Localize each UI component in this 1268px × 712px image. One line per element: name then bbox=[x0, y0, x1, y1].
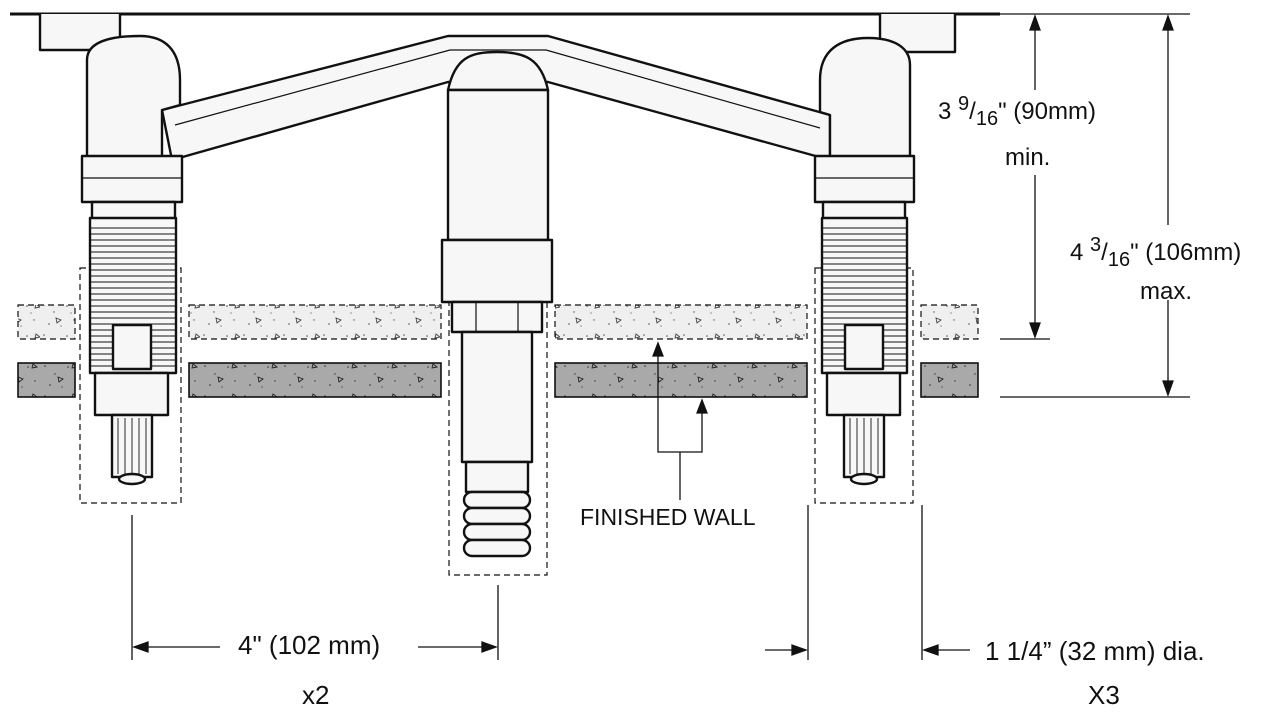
finished-surface-segment-2 bbox=[188, 304, 442, 340]
hole-outline-center bbox=[448, 299, 548, 576]
dim-min-arrow-up bbox=[1029, 14, 1041, 31]
left-valve-elbow bbox=[85, 34, 182, 162]
wall-segment-2 bbox=[188, 362, 442, 398]
right-valve-tip bbox=[849, 472, 879, 486]
left-valve-tip bbox=[117, 472, 147, 486]
right-valve-collar bbox=[813, 154, 916, 204]
dim-min-fraction: 9/16 bbox=[958, 93, 999, 130]
center-hose-barb-neck bbox=[464, 460, 530, 494]
dim-min-arrow-down bbox=[1029, 322, 1041, 339]
wall-segment-4 bbox=[920, 362, 979, 398]
left-valve-collar bbox=[80, 154, 184, 204]
dim-min-denominator: 16 bbox=[975, 107, 999, 130]
spacing-count: x2 bbox=[302, 680, 330, 710]
finished-wall-arrow-1 bbox=[652, 341, 664, 357]
dim-max-arrow-up bbox=[1162, 14, 1174, 31]
finished-wall-leader bbox=[652, 341, 708, 500]
center-hose-barb-ring-1 bbox=[462, 490, 532, 510]
center-shank-lower bbox=[460, 330, 534, 464]
center-hose-barb-ring-4 bbox=[462, 538, 532, 558]
left-valve-base bbox=[93, 371, 170, 417]
dim-max-denominator: 16 bbox=[1107, 248, 1131, 271]
dim-min-label: 3 9/16" (90mm) bbox=[938, 94, 1096, 129]
dim-max-whole: 4 bbox=[1070, 239, 1084, 266]
dim-hole-arrow-left bbox=[922, 644, 939, 656]
wall-segment-1 bbox=[17, 362, 76, 398]
dim-min-qualifier: min. bbox=[1005, 144, 1051, 171]
dim-max-label: 4 3/16" (106mm) bbox=[1070, 235, 1241, 270]
hole-count: X3 bbox=[1088, 680, 1120, 710]
faucet-assembly bbox=[38, 14, 957, 558]
dim-max-qualifier: max. bbox=[1140, 278, 1193, 305]
finished-surface-segment-4 bbox=[920, 304, 979, 340]
right-valve-elbow bbox=[818, 36, 912, 162]
dim-min-numerator: 9 bbox=[958, 93, 970, 115]
dim-min-lines bbox=[1000, 13, 1190, 340]
dim-max-arrow-down bbox=[1162, 380, 1174, 397]
left-valve-nut bbox=[111, 323, 153, 371]
dim-max-numerator: 3 bbox=[1090, 234, 1102, 256]
bridge-spout-highlight bbox=[174, 49, 821, 129]
thread-hatching bbox=[90, 227, 907, 474]
wall-segment-3 bbox=[554, 362, 808, 398]
dim-spacing-lines bbox=[131, 515, 499, 660]
dim-spacing-arrow-left bbox=[132, 641, 149, 653]
center-hose-barb-ring-3 bbox=[462, 522, 532, 542]
right-mount-plate bbox=[878, 14, 957, 54]
dim-max-rest: " (106mm) bbox=[1130, 239, 1242, 266]
finished-surface-layer bbox=[17, 304, 979, 340]
dim-max-fraction: 3/16 bbox=[1090, 234, 1131, 271]
dim-hole-lines bbox=[765, 505, 970, 660]
right-valve-base bbox=[825, 371, 902, 417]
dim-min-rest: " (90mm) bbox=[998, 98, 1096, 125]
center-shank-nut bbox=[450, 300, 544, 334]
center-hose-barb-ring-2 bbox=[462, 506, 532, 526]
hole-label: 1 1/4” (32 mm) dia. bbox=[985, 636, 1205, 666]
center-shank-ring bbox=[440, 238, 554, 304]
center-shank-upper bbox=[446, 88, 550, 242]
dim-max-lines bbox=[1000, 14, 1190, 398]
hole-outline-right bbox=[814, 267, 914, 504]
finished-surface-segment-1 bbox=[17, 304, 76, 340]
wall-substrate-layer bbox=[17, 362, 979, 398]
spacing-label: 4" (102 mm) bbox=[238, 630, 381, 660]
dim-min-whole: 3 bbox=[938, 98, 952, 125]
finished-wall-arrow-2 bbox=[696, 398, 708, 414]
dim-hole-arrow-right bbox=[791, 644, 808, 656]
right-valve-nut bbox=[843, 323, 885, 371]
dim-spacing-arrow-right bbox=[481, 641, 498, 653]
center-hub bbox=[446, 50, 550, 92]
finished-wall-label: FINISHED WALL bbox=[580, 504, 756, 530]
finished-surface-segment-3 bbox=[554, 304, 808, 340]
